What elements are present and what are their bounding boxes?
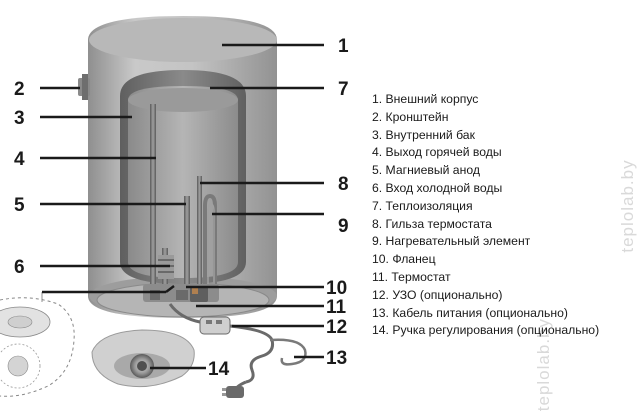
callout-8: 8 bbox=[338, 174, 349, 195]
legend-item-4: 4. Выход горячей воды bbox=[372, 145, 502, 160]
callout-1: 1 bbox=[338, 36, 349, 57]
callout-3: 3 bbox=[14, 108, 25, 129]
callout-5: 5 bbox=[14, 195, 25, 216]
legend-item-8: 8. Гильза термостата bbox=[372, 216, 492, 231]
hot-water-outlet-pipe bbox=[150, 104, 156, 290]
legend-item-5: 5. Магниевый анод bbox=[372, 163, 480, 178]
callout-2: 2 bbox=[14, 79, 25, 100]
parts-legend: 1. Внешний корпус 2. Кронштейн 3. Внутре… bbox=[372, 91, 599, 340]
legend-item-1: 1. Внешний корпус bbox=[372, 92, 479, 106]
legend-item-14: 14. Ручка регулирования (опционально) bbox=[372, 323, 600, 338]
callout-10: 10 bbox=[326, 278, 347, 299]
callout-13: 13 bbox=[326, 348, 347, 369]
callout-9: 9 bbox=[338, 216, 349, 237]
callout-7: 7 bbox=[338, 79, 349, 100]
magnesium-anode bbox=[184, 196, 190, 290]
legend-item-13: 13. Кабель питания (опционально) bbox=[372, 305, 568, 320]
legend-item-11: 11. Термостат bbox=[372, 269, 451, 284]
detail-inset bbox=[0, 292, 75, 397]
control-knob-cover bbox=[91, 329, 195, 388]
leader-lines bbox=[40, 43, 324, 370]
legend-item-12: 12. УЗО (опционально) bbox=[372, 287, 503, 302]
callout-numbers: 1 2 3 4 5 6 7 8 9 10 11 12 13 14 bbox=[14, 36, 349, 380]
thermostat-sleeve bbox=[197, 176, 202, 290]
thermostat bbox=[190, 286, 208, 302]
legend-item-10: 10. Фланец bbox=[372, 252, 436, 267]
callout-12: 12 bbox=[326, 317, 347, 338]
legend-item-6: 6. Вход холодной воды bbox=[372, 180, 503, 195]
bracket bbox=[78, 74, 90, 100]
callout-6: 6 bbox=[14, 257, 25, 278]
callout-4: 4 bbox=[14, 149, 25, 170]
legend-item-9: 9. Нагревательный элемент bbox=[372, 234, 531, 249]
legend-item-3: 3. Внутренний бак bbox=[372, 127, 475, 142]
heating-element bbox=[203, 193, 217, 284]
rcd-device bbox=[199, 316, 231, 335]
callout-14: 14 bbox=[208, 359, 230, 380]
plug bbox=[222, 386, 244, 398]
legend-item-7: 7. Теплоизоляция bbox=[372, 198, 473, 213]
callout-11: 11 bbox=[326, 297, 347, 318]
legend-item-2: 2. Кронштейн bbox=[372, 109, 449, 124]
